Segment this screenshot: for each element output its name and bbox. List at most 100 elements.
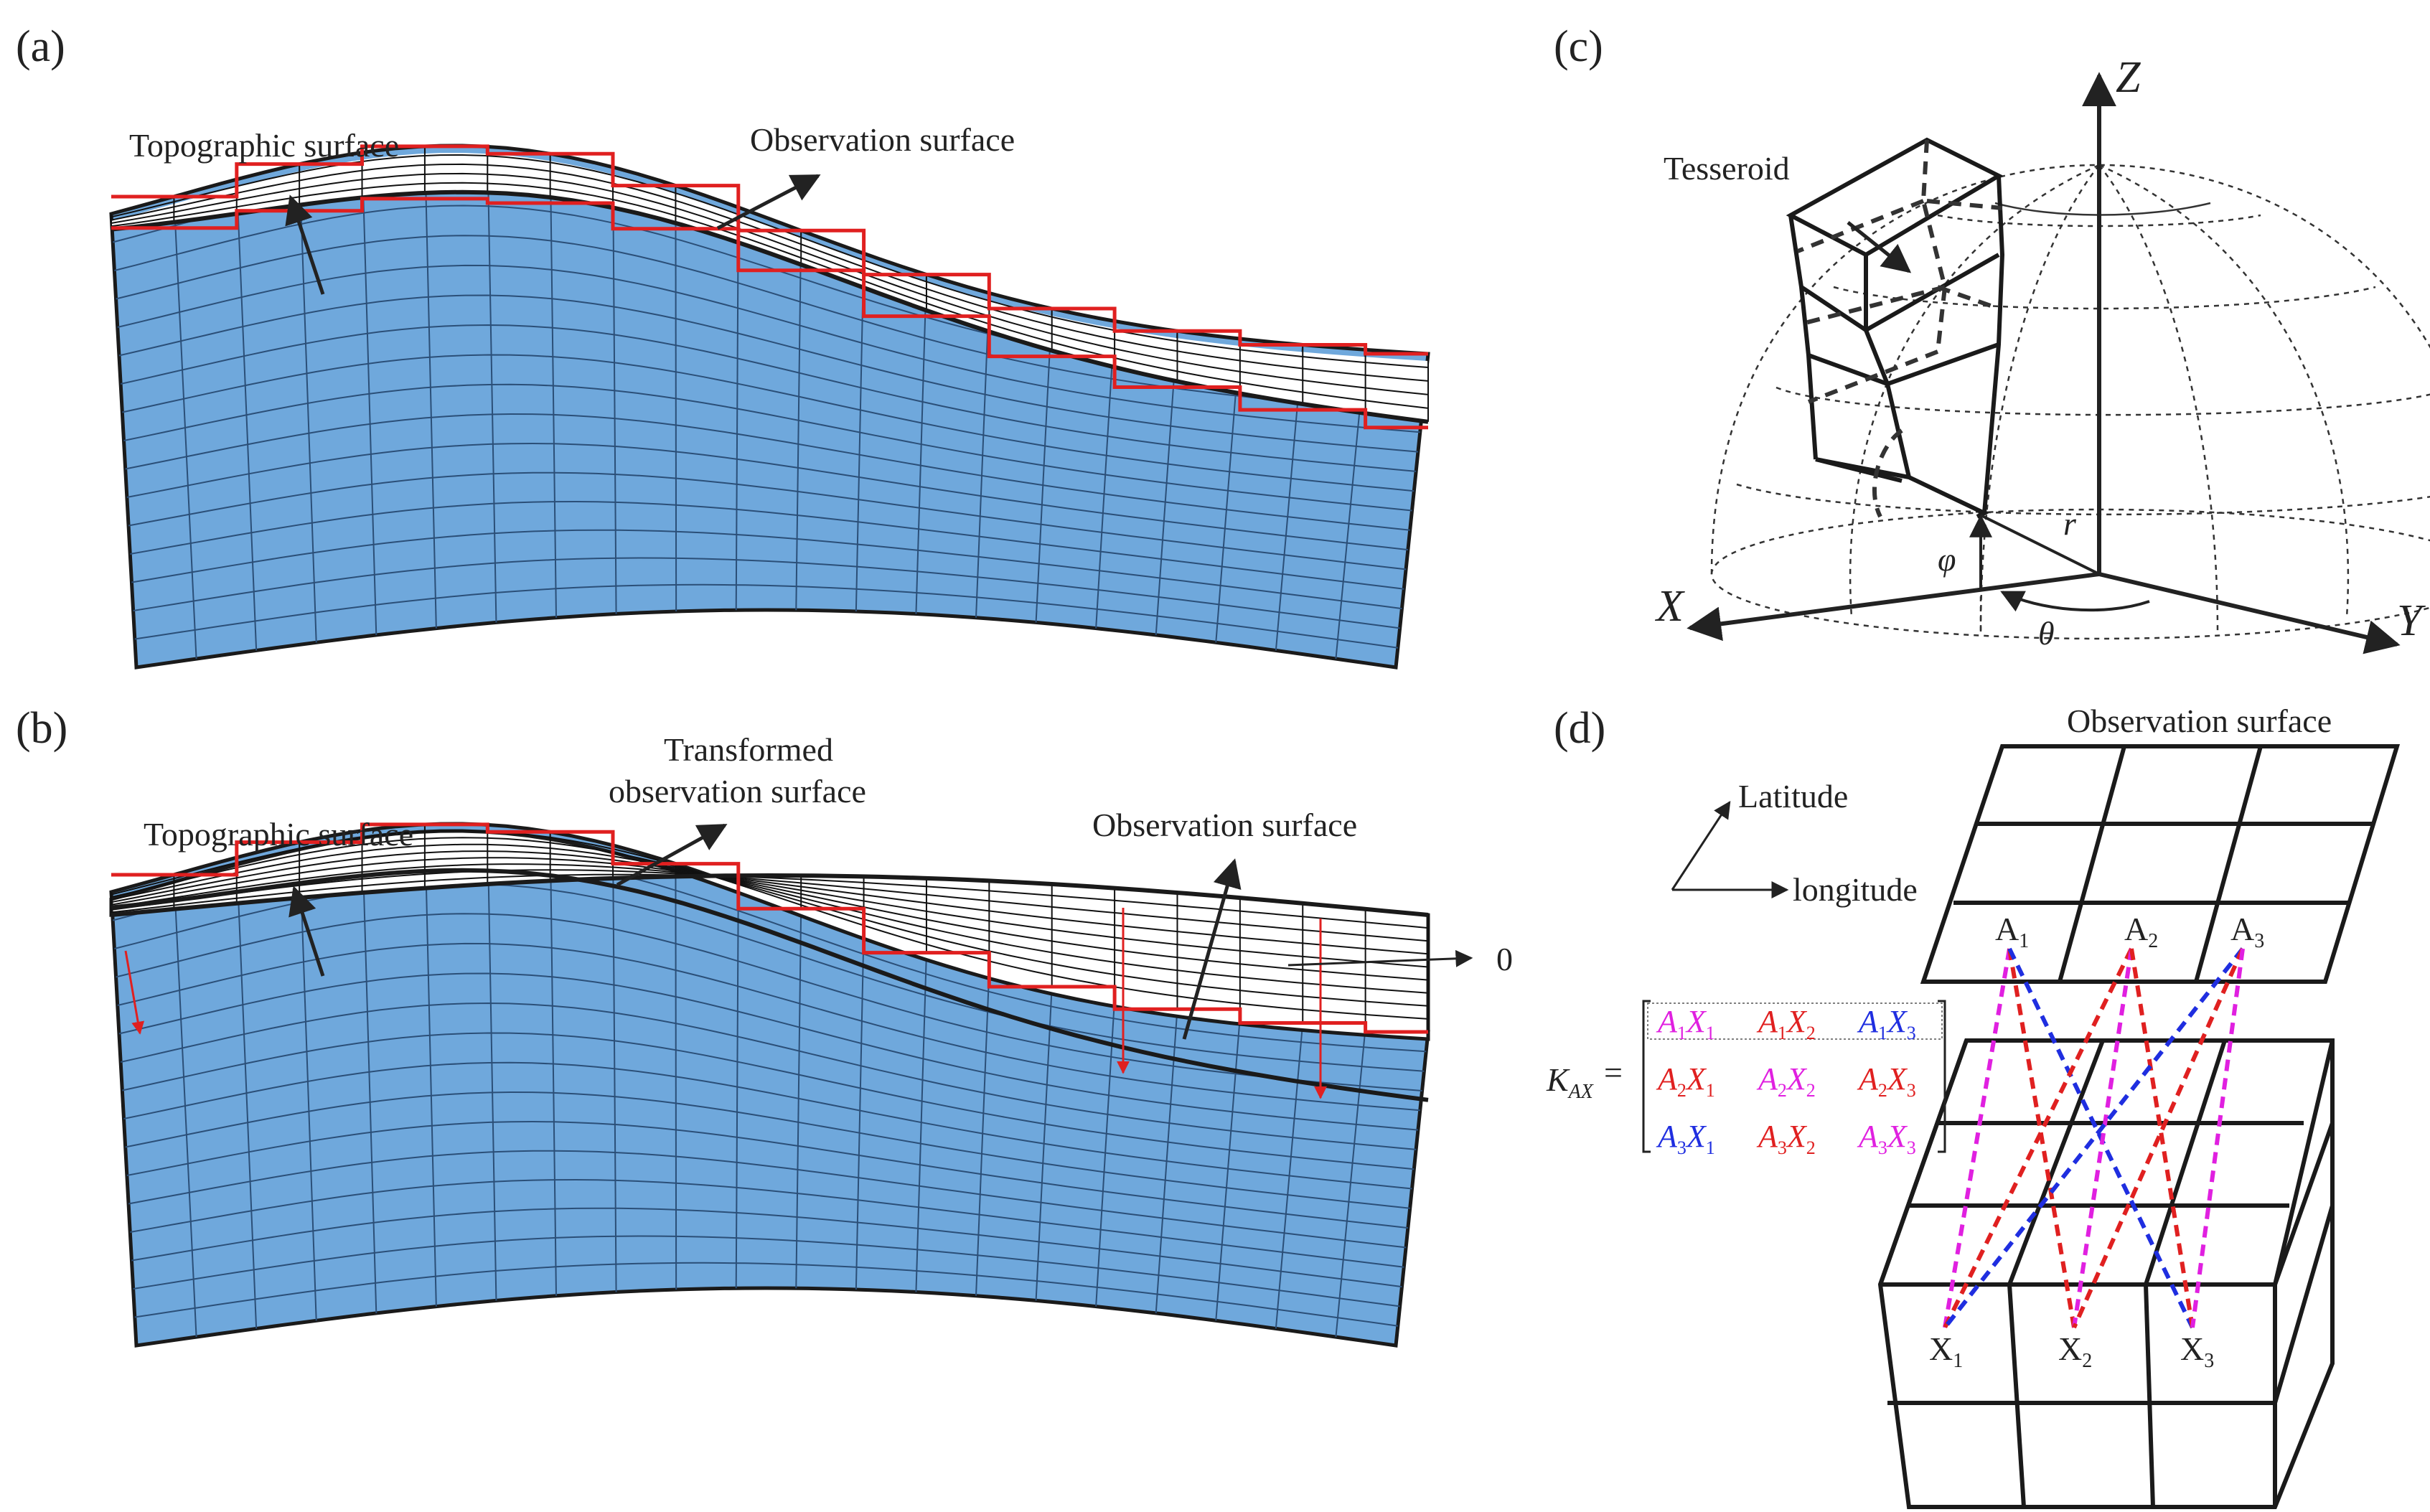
panel-b-red-arrows <box>124 908 1327 1099</box>
earth-column-line <box>1095 999 1116 1307</box>
earth-column-line <box>1035 986 1053 1301</box>
panel-a-topographic-arrow <box>285 194 325 295</box>
earth-column-line <box>423 824 437 1307</box>
air-layer-line <box>111 873 1429 929</box>
air-layer-line <box>111 837 1429 1007</box>
panel-b-label: (b) <box>16 704 67 753</box>
panel-a-observation-arrow <box>716 174 821 230</box>
link-a2-x3 <box>2129 948 2195 1328</box>
panel-a-observation-label: Observation surface <box>750 121 1015 158</box>
earth-column-line <box>549 832 557 1296</box>
earth-column-line <box>1335 1028 1366 1338</box>
panel-c-label: (c) <box>1554 22 1603 71</box>
link-a2-x1 <box>1943 947 2134 1329</box>
matrix-cell-r2c3: A2X3 <box>1857 1061 1916 1101</box>
earth-column-line <box>612 166 617 614</box>
panel-a-label: (a) <box>16 22 65 71</box>
earth-column-line <box>1095 321 1116 629</box>
panel-d: (d) Observation surface Latitude longitu… <box>1546 703 2401 1509</box>
point-a2: A2 <box>2124 911 2158 952</box>
matrix-cell-r2c1: A2X1 <box>1656 1061 1715 1101</box>
link-a3-x3 <box>2190 948 2245 1328</box>
earth-layer-line <box>116 913 1422 1091</box>
axis-x-label: X <box>1654 582 1685 631</box>
observation-grid <box>1920 744 2401 984</box>
air-layer-line <box>111 163 1429 382</box>
link-a2-x2 <box>2072 948 2134 1328</box>
air-layer-line <box>111 863 1429 955</box>
tesseroid-label: Tesseroid <box>1664 150 1790 187</box>
panel-b-transformed-label-2: observation surface <box>609 773 866 809</box>
panel-b-transformed-label-1: Transformed <box>664 731 833 768</box>
panel-a-red-stair-top <box>111 197 1428 430</box>
earth-column-line <box>173 874 197 1338</box>
point-x2: X2 <box>2058 1330 2092 1372</box>
matrix-cell-r1c3: A1X3 <box>1857 1004 1916 1043</box>
panel-a-earth-block <box>109 144 1430 670</box>
earth-column-line <box>855 931 865 1290</box>
matrix-bracket-right <box>1938 1000 1946 1153</box>
link-a3-x2 <box>2072 947 2245 1329</box>
earth-column-line <box>549 154 557 618</box>
air-layer-line <box>111 869 1429 942</box>
matrix-cell-r1c2: A1X2 <box>1756 1004 1816 1043</box>
earth-layer-line <box>125 1091 1410 1209</box>
air-layer-line <box>111 182 1429 409</box>
panel-d-observation-label: Observation surface <box>2067 703 2332 739</box>
earth-column-line <box>423 146 437 629</box>
panel-b-red-stair <box>111 822 1428 1034</box>
kernel-connections <box>1943 947 2245 1329</box>
point-a1: A1 <box>1995 911 2029 952</box>
earth-layer-line <box>122 1032 1415 1170</box>
earth-layer-line <box>128 471 1407 570</box>
panel-b-zero-label: 0 <box>1496 941 1513 977</box>
earth-column-line <box>975 971 990 1296</box>
longitude-label: longitude <box>1793 871 1918 908</box>
tesseroid-shape <box>1786 137 2005 519</box>
panel-b-topographic-arrow <box>288 886 325 977</box>
axis-y-label: Y <box>2397 596 2426 645</box>
earth-layer-line <box>123 1061 1412 1190</box>
matrix-cell-r3c2: A3X2 <box>1756 1119 1816 1158</box>
earth-column-line <box>361 152 377 635</box>
point-x1: X1 <box>1929 1330 1963 1372</box>
link-a1-x1 <box>1943 948 2012 1328</box>
earth-layer-line <box>131 529 1402 610</box>
earth-column-line <box>675 185 677 612</box>
panel-a: (a) Topographic surface Observation surf… <box>16 22 1430 670</box>
tesseroid-arrow <box>1847 221 1912 273</box>
earth-layer-line <box>117 264 1420 433</box>
panel-b-zero-arrow <box>1287 949 1473 967</box>
air-layer-line <box>111 154 1429 368</box>
link-a1-x2 <box>2007 948 2076 1328</box>
air-layer-line <box>111 850 1429 981</box>
earth-column-line <box>975 293 990 618</box>
matrix-label: KAX <box>1546 1061 1594 1103</box>
earth-layer-line <box>131 1207 1402 1288</box>
earth-layer-line <box>122 354 1415 492</box>
matrix-cell-r1c1: A1X1 <box>1656 1004 1715 1043</box>
earth-fill <box>109 144 1430 670</box>
radius-line <box>1980 514 2100 576</box>
theta-arc <box>2000 591 2150 612</box>
earth-column-line <box>612 845 617 1292</box>
earth-column-line <box>915 952 927 1292</box>
earth-column-line <box>487 146 497 623</box>
panel-b-observation-label: Observation surface <box>1092 807 1357 843</box>
earth-layer-line <box>125 413 1410 531</box>
x-axis <box>1687 572 2100 642</box>
earth-layer-line <box>133 1235 1400 1307</box>
radius-label: r <box>2063 505 2077 542</box>
panel-d-label: (d) <box>1554 704 1605 753</box>
earth-layer-line <box>134 1262 1398 1327</box>
panel-b-observation-arrow <box>1182 858 1242 1040</box>
hemisphere-dashed-grid <box>1710 164 2430 640</box>
red-arrow-1 <box>124 950 145 1035</box>
earth-column-line <box>795 908 802 1289</box>
panel-a-topography-grid <box>111 146 1429 422</box>
panel-a-topographic-label: Topographic surface <box>129 127 399 164</box>
earth-column-line <box>173 196 197 659</box>
earth-column-line <box>915 274 927 614</box>
